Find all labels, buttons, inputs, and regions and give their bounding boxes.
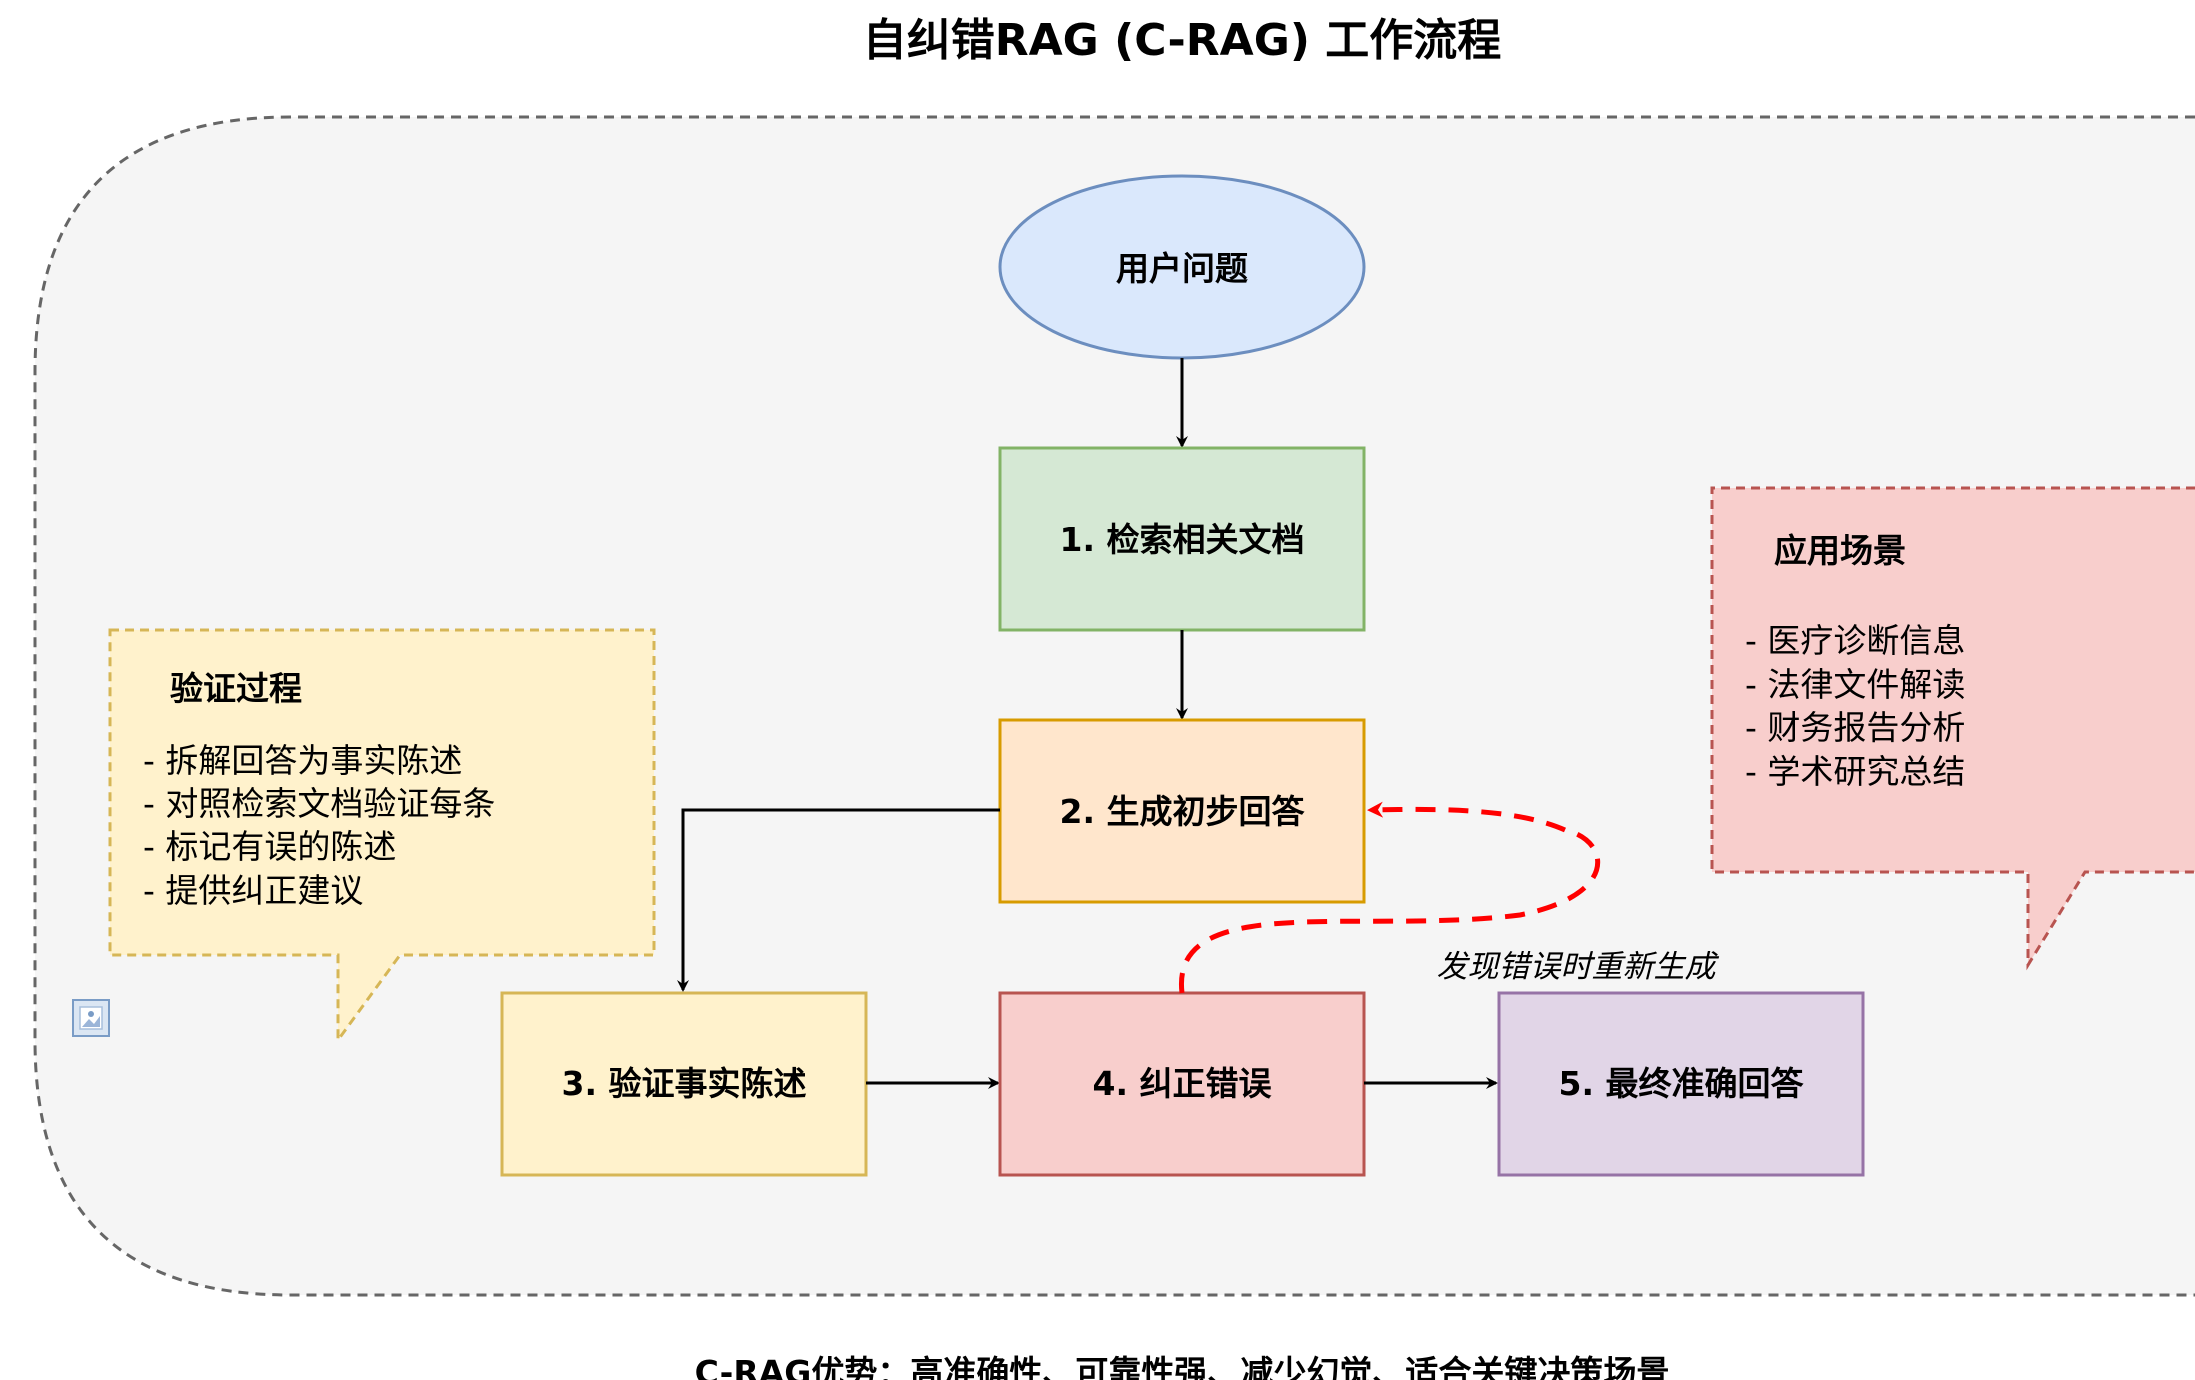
verification-item: - 标记有误的陈述 — [143, 827, 396, 866]
step1-retrieve-node[interactable] — [998, 446, 1366, 632]
application-item: - 医疗诊断信息 — [1745, 621, 1965, 660]
step3-label: 3. 验证事实陈述 — [562, 1064, 807, 1103]
diagram-title: 自纠错RAG (C-RAG) 工作流程 — [863, 15, 1502, 66]
application-item: - 财务报告分析 — [1745, 708, 1965, 747]
loop-label: 发现错误时重新生成 — [1437, 949, 1720, 985]
application-item: - 法律文件解读 — [1745, 665, 1965, 704]
verification-title: 验证过程 — [170, 669, 302, 708]
step3-verify-node[interactable] — [500, 991, 868, 1177]
step4-label: 4. 纠正错误 — [1093, 1064, 1272, 1103]
step5-label: 5. 最终准确回答 — [1559, 1064, 1805, 1103]
application-callout — [1710, 486, 2195, 971]
step5-final-node[interactable] — [1497, 991, 1865, 1177]
verification-callout — [108, 628, 656, 1045]
edge-regenerate-loop — [1179, 801, 1601, 994]
verification-item: - 提供纠正建议 — [143, 871, 363, 910]
application-item: - 学术研究总结 — [1745, 752, 1965, 791]
footer-advantages: C-RAG优势：高准确性、可靠性强、减少幻觉、适合关键决策场景 — [695, 1353, 1670, 1380]
step2-generate-node[interactable] — [998, 718, 1366, 904]
user-question-label: 用户问题 — [1116, 249, 1248, 288]
verification-item: - 对照检索文档验证每条 — [143, 784, 495, 823]
step1-label: 1. 检索相关文档 — [1060, 520, 1305, 559]
application-title: 应用场景 — [1774, 531, 1906, 570]
image-placeholder-icon — [72, 999, 110, 1037]
verification-item: - 拆解回答为事实陈述 — [143, 741, 462, 780]
edge-generate-to-verify — [677, 808, 1000, 992]
step2-label: 2. 生成初步回答 — [1060, 792, 1306, 831]
